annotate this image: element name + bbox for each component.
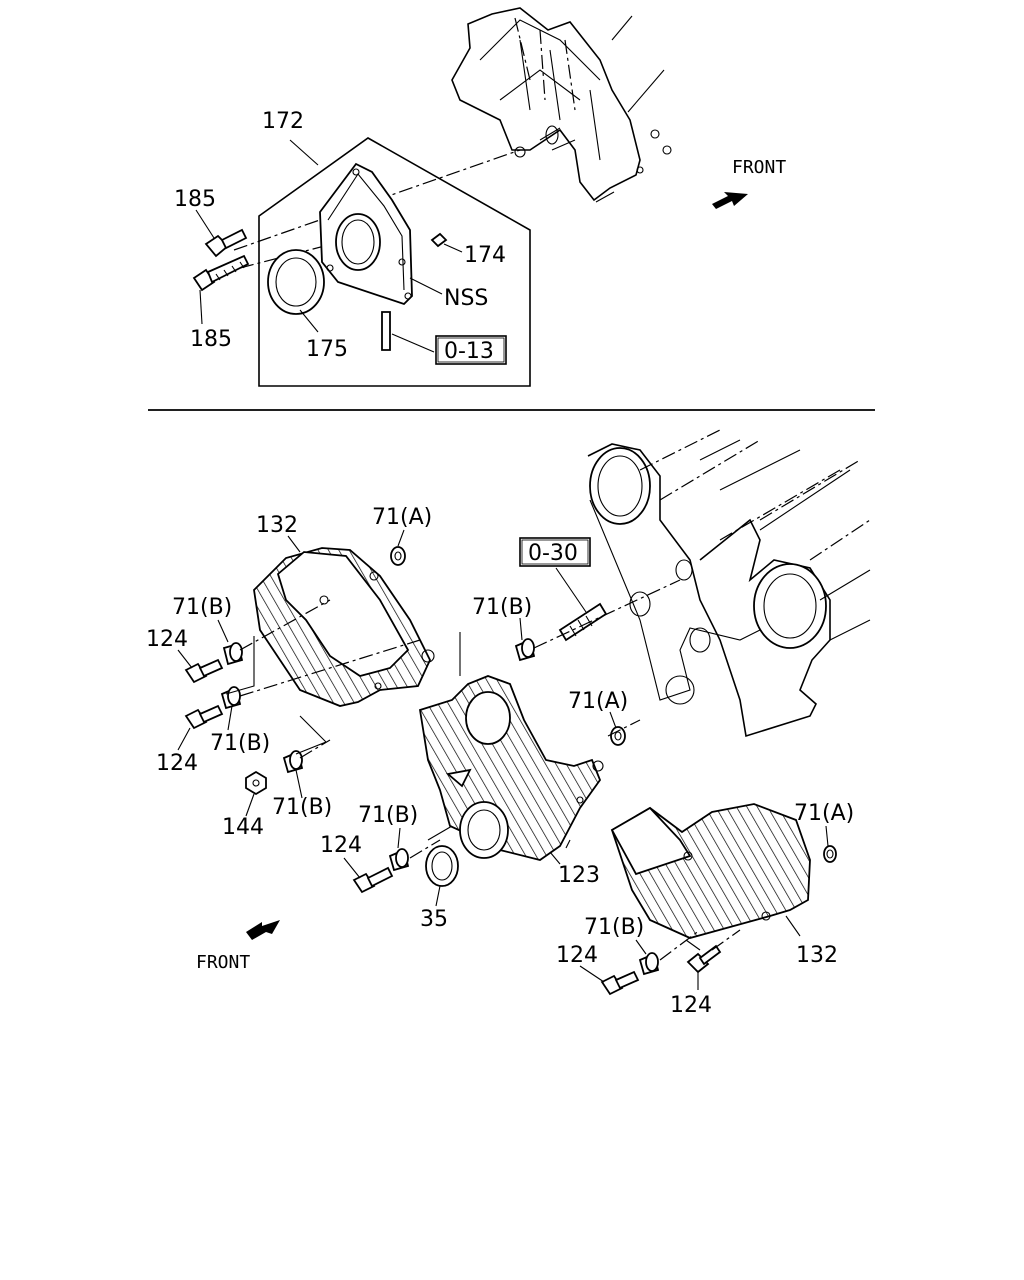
bolt-185-lower [192, 254, 250, 292]
stud-bolt [558, 602, 608, 642]
oil-seal-35 [425, 845, 459, 887]
engine-block-rear-housing [451, 7, 672, 203]
washer-71b-5 [388, 848, 410, 872]
callout-nss: NSS [444, 286, 488, 311]
stud-174 [430, 232, 448, 248]
callout-144: 144 [222, 815, 264, 840]
callout-71b-3: 71(B) [272, 795, 332, 820]
bolt-124-2 [184, 704, 224, 730]
callout-132-lower: 132 [796, 943, 838, 968]
callout-175: 175 [306, 337, 348, 362]
ref-label-0-13: 0-13 [444, 339, 494, 364]
oil-seal-175 [267, 249, 325, 315]
washer-71b-4 [514, 638, 536, 662]
washer-71a-upper [390, 546, 406, 566]
washer-71b-1 [222, 642, 244, 666]
front-arrow-top: FRONT [712, 157, 786, 209]
bolt-124-4 [600, 970, 640, 996]
engine-block-front [587, 429, 871, 738]
washer-71b-6 [638, 952, 660, 976]
callout-172: 172 [262, 109, 304, 134]
callout-174: 174 [464, 243, 506, 268]
callout-124-5: 124 [670, 993, 712, 1018]
washer-71a-3 [823, 845, 837, 863]
callout-71b-4: 71(B) [472, 595, 532, 620]
callout-124-1: 124 [146, 627, 188, 652]
callout-124-3: 124 [320, 833, 362, 858]
callout-71a-2: 71(A) [568, 689, 628, 714]
callout-35: 35 [420, 907, 448, 932]
callout-71b-5: 71(B) [358, 803, 418, 828]
ref-box-0-13: 0-13 [435, 335, 507, 365]
callout-71b-1: 71(B) [172, 595, 232, 620]
lower-timing-cover-132 [610, 803, 811, 939]
callout-185-upper: 185 [174, 187, 216, 212]
callout-71a-3: 71(A) [794, 801, 854, 826]
rear-oil-seal-retainer [319, 162, 413, 306]
dowel-pin [381, 311, 391, 351]
callout-124-2: 124 [156, 751, 198, 776]
callout-124-4: 124 [556, 943, 598, 968]
front-arrow-bottom: FRONT [196, 920, 280, 973]
middle-timing-cover-123 [418, 675, 604, 861]
group-box-172 [258, 137, 531, 387]
bolt-185-upper [204, 228, 248, 258]
callout-71b-6: 71(B) [584, 915, 644, 940]
washer-71a-2 [610, 726, 626, 746]
callout-185-lower: 185 [190, 327, 232, 352]
callout-132-upper: 132 [256, 513, 298, 538]
washer-71b-3 [282, 750, 304, 774]
front-label-top: FRONT [732, 157, 786, 178]
callout-71b-2: 71(B) [210, 731, 270, 756]
ref-box-0-30: 0-30 [519, 537, 591, 567]
front-label-bottom: FRONT [196, 952, 250, 973]
nut-144 [245, 770, 267, 796]
washer-71b-2 [220, 686, 242, 710]
bolt-124-1 [184, 658, 224, 684]
upper-timing-cover-132 [253, 547, 435, 707]
bolt-124-5 [686, 944, 722, 974]
bolt-124-3 [352, 866, 394, 894]
callout-71a-1: 71(A) [372, 505, 432, 530]
callout-123: 123 [558, 863, 600, 888]
ref-label-0-30: 0-30 [528, 541, 578, 566]
